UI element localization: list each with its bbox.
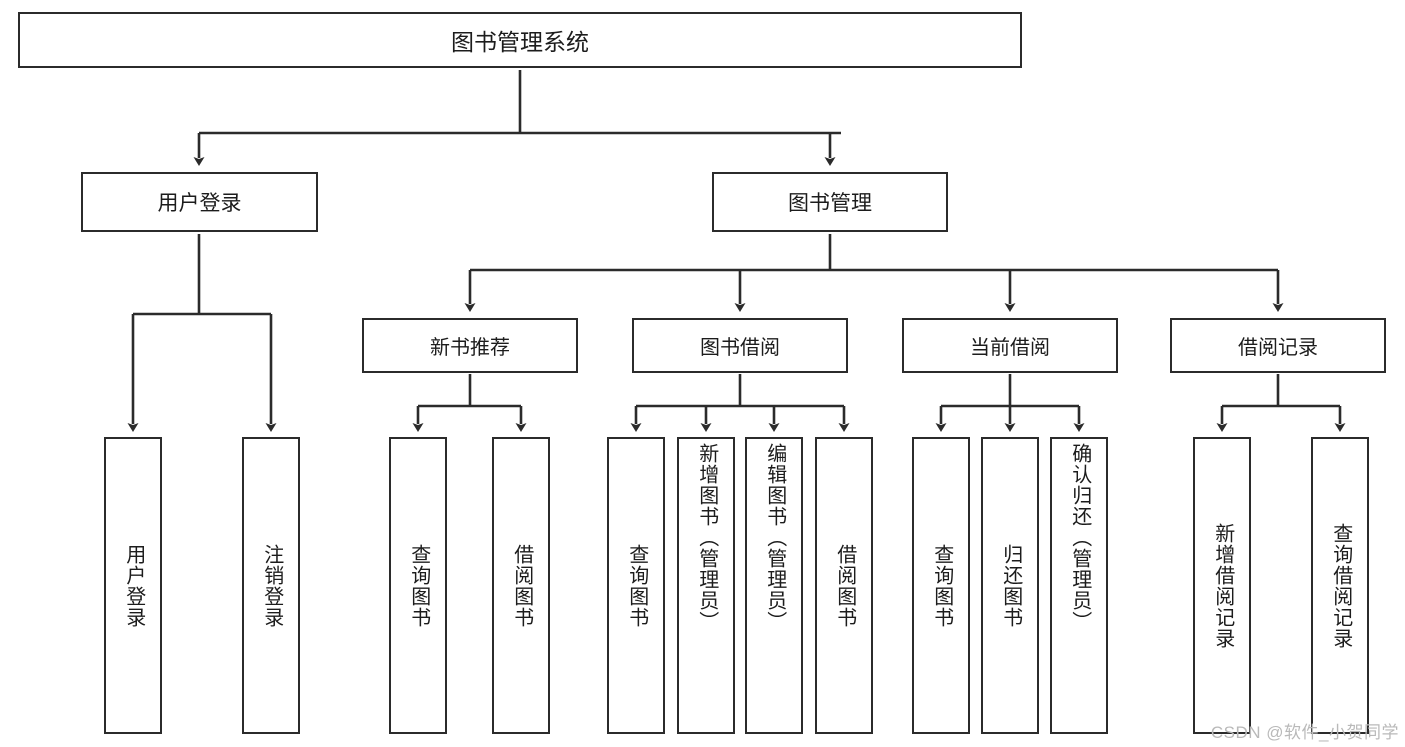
leaf-logout-label: 注销登录: [260, 543, 283, 628]
leaf-borrow-book[interactable]: 借阅图书: [815, 437, 873, 734]
leaf-add-borrow-record[interactable]: 新增借阅记录: [1193, 437, 1251, 734]
leaf-add-borrow-record-label: 新增借阅记录: [1211, 522, 1234, 649]
leaf-user-login[interactable]: 用户登录: [104, 437, 162, 734]
leaf-return-book-label: 归还图书: [999, 543, 1022, 628]
watermark-text: CSDN @软件_小贺同学: [1210, 723, 1399, 742]
leaf-logout[interactable]: 注销登录: [242, 437, 300, 734]
leaf-borrow-book-recommend-label: 借阅图书: [510, 543, 533, 628]
leaf-query-book-borrow[interactable]: 查询图书: [607, 437, 665, 734]
leaf-query-borrow-record[interactable]: 查询借阅记录: [1311, 437, 1369, 734]
node-root-system[interactable]: 图书管理系统: [18, 12, 1022, 68]
node-book-borrow[interactable]: 图书借阅: [632, 318, 848, 373]
node-borrow-record-label: 借阅记录: [1238, 337, 1318, 359]
node-user-login[interactable]: 用户登录: [81, 172, 318, 232]
leaf-edit-book-admin-label: 编辑图书（管理员）: [763, 443, 786, 632]
leaf-add-book-admin-label: 新增图书（管理员）: [695, 443, 718, 632]
leaf-edit-book-admin[interactable]: 编辑图书（管理员）: [745, 437, 803, 734]
node-current-borrow[interactable]: 当前借阅: [902, 318, 1118, 373]
node-borrow-record[interactable]: 借阅记录: [1170, 318, 1386, 373]
leaf-query-book-borrow-label: 查询图书: [625, 543, 648, 628]
node-book-management-label: 图书管理: [788, 192, 872, 215]
leaf-query-book-recommend[interactable]: 查询图书: [389, 437, 447, 734]
leaf-borrow-book-recommend[interactable]: 借阅图书: [492, 437, 550, 734]
leaf-borrow-book-label: 借阅图书: [833, 543, 856, 628]
leaf-return-book[interactable]: 归还图书: [981, 437, 1039, 734]
node-current-borrow-label: 当前借阅: [970, 337, 1050, 359]
leaf-query-borrow-record-label: 查询借阅记录: [1329, 522, 1352, 649]
leaf-query-book-current[interactable]: 查询图书: [912, 437, 970, 734]
node-book-management[interactable]: 图书管理: [712, 172, 948, 232]
leaf-user-login-label: 用户登录: [122, 543, 145, 628]
node-user-login-label: 用户登录: [157, 192, 242, 215]
node-root-system-label: 图书管理系统: [451, 29, 589, 55]
node-new-book-recommend-label: 新书推荐: [430, 337, 510, 359]
node-book-borrow-label: 图书借阅: [700, 337, 780, 359]
leaf-add-book-admin[interactable]: 新增图书（管理员）: [677, 437, 735, 734]
node-new-book-recommend[interactable]: 新书推荐: [362, 318, 578, 373]
leaf-confirm-return-admin-label: 确认归还（管理员）: [1068, 443, 1091, 632]
leaf-confirm-return-admin[interactable]: 确认归还（管理员）: [1050, 437, 1108, 734]
leaf-query-book-recommend-label: 查询图书: [407, 543, 430, 628]
leaf-query-book-current-label: 查询图书: [930, 543, 953, 628]
